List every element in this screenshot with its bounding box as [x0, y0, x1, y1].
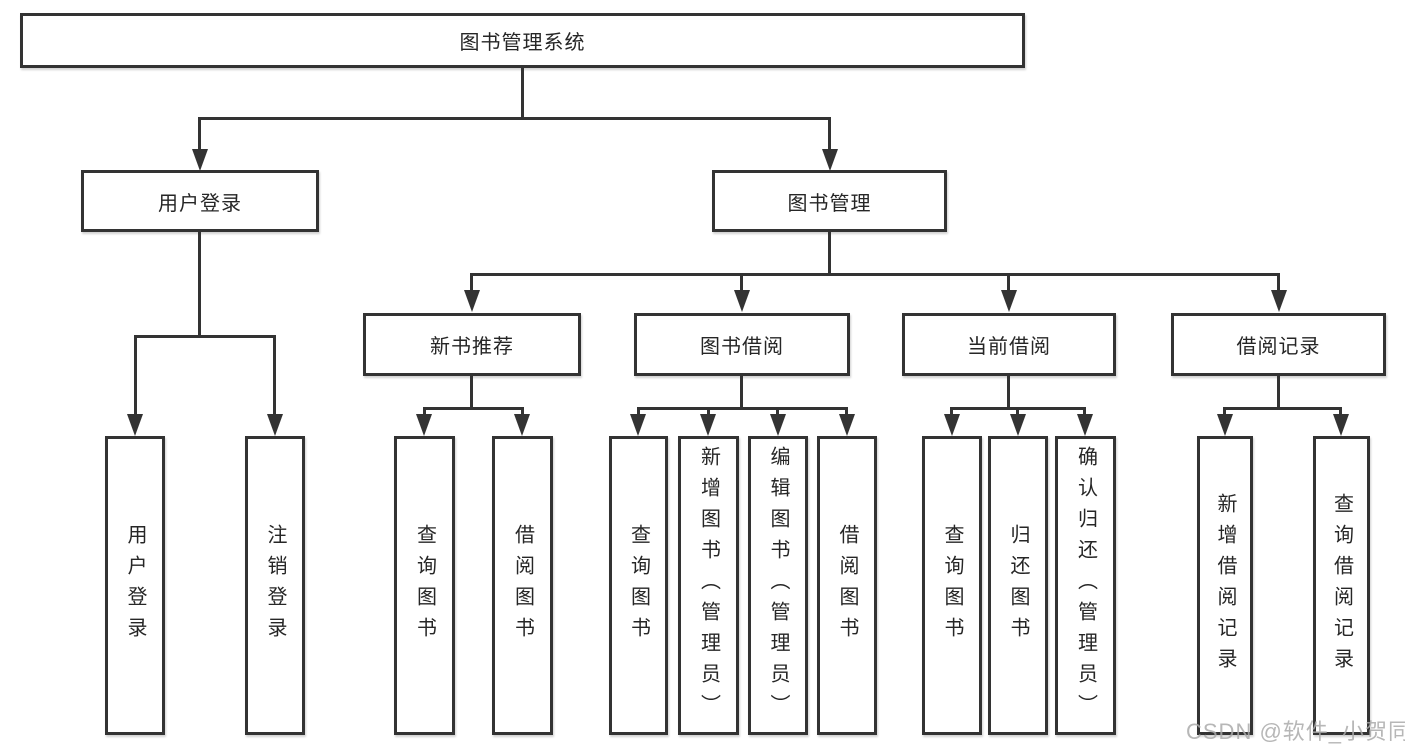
node-borrowing-records: 借阅记录	[1171, 313, 1386, 376]
arrow-down-icon	[267, 414, 283, 436]
leaf-label: 借阅图书	[511, 523, 534, 648]
leaf-label: 归还图书	[1007, 523, 1029, 648]
connector-line	[1016, 407, 1019, 416]
leaf-query-books-borrowing: 查询图书	[609, 436, 668, 735]
connector-line	[1277, 273, 1280, 292]
node-book-management: 图书管理	[712, 170, 947, 232]
leaf-label: 注销登录	[264, 523, 286, 648]
leaf-add-borrow-record: 新增借阅记录	[1197, 436, 1253, 735]
arrow-down-icon	[416, 414, 432, 436]
node-library-management-system: 图书管理系统	[20, 13, 1025, 68]
node-label: 当前借阅	[967, 336, 1051, 358]
leaf-label: 新增图书（管理员）	[697, 446, 720, 725]
arrow-down-icon	[630, 414, 646, 436]
connector-line	[273, 335, 276, 416]
leaf-query-books-recommend: 查询图书	[394, 436, 455, 735]
arrow-down-icon	[1010, 414, 1026, 436]
leaf-logout: 注销登录	[245, 436, 305, 735]
leaf-add-books-admin: 新增图书（管理员）	[678, 436, 739, 735]
connector-line	[845, 407, 848, 416]
connector-line	[776, 407, 779, 416]
connector-line	[1007, 273, 1010, 292]
connector-line	[134, 335, 137, 416]
leaf-borrow-books: 借阅图书	[817, 436, 877, 735]
node-user-login: 用户登录	[81, 170, 319, 232]
arrow-down-icon	[1217, 414, 1233, 436]
connector-line	[423, 407, 523, 410]
leaf-confirm-return-admin: 确认归还（管理员）	[1055, 436, 1116, 735]
leaf-borrow-books-recommend: 借阅图书	[492, 436, 553, 735]
connector-line	[134, 335, 276, 338]
arrow-down-icon	[1001, 290, 1017, 312]
csdn-watermark: CSDN @软件_小贺同学	[1186, 719, 1405, 744]
leaf-edit-books-admin: 编辑图书（管理员）	[748, 436, 808, 735]
connector-line	[521, 407, 524, 416]
connector-line	[740, 376, 743, 407]
node-new-book-recommend: 新书推荐	[363, 313, 581, 376]
leaf-query-borrow-record: 查询借阅记录	[1313, 436, 1370, 735]
connector-line	[198, 232, 201, 335]
connector-line	[198, 117, 201, 152]
connector-line	[828, 117, 831, 152]
connector-line	[470, 273, 473, 292]
node-current-borrowing: 当前借阅	[902, 313, 1116, 376]
leaf-label: 查询借阅记录	[1330, 492, 1353, 679]
node-label: 图书管理	[787, 192, 872, 215]
arrow-down-icon	[514, 414, 530, 436]
arrow-down-icon	[700, 414, 716, 436]
connector-line	[1007, 376, 1010, 407]
leaf-user-login: 用户登录	[105, 436, 165, 735]
node-book-borrowing: 图书借阅	[634, 313, 850, 376]
leaf-label: 编辑图书（管理员）	[767, 446, 789, 725]
connector-line	[1083, 407, 1086, 416]
connector-line	[1223, 407, 1342, 410]
leaf-label: 查询图书	[627, 523, 650, 648]
connector-line	[521, 68, 524, 117]
connector-line	[470, 376, 473, 407]
arrow-down-icon	[839, 414, 855, 436]
connector-line	[423, 407, 426, 416]
connector-line	[740, 273, 743, 292]
connector-line	[707, 407, 710, 416]
node-label: 新书推荐	[430, 336, 514, 358]
connector-line	[637, 407, 848, 410]
leaf-label: 新增借阅记录	[1214, 492, 1236, 679]
arrow-down-icon	[1271, 290, 1287, 312]
leaf-label: 确认归还（管理员）	[1074, 446, 1097, 725]
arrow-down-icon	[770, 414, 786, 436]
leaf-query-books-current: 查询图书	[922, 436, 982, 735]
arrow-down-icon	[944, 414, 960, 436]
arrow-down-icon	[734, 290, 750, 312]
connector-line	[1277, 376, 1280, 407]
node-label: 图书管理系统	[459, 32, 586, 54]
connector-line	[637, 407, 640, 416]
connector-line	[1339, 407, 1342, 416]
arrow-down-icon	[1333, 414, 1349, 436]
leaf-label: 借阅图书	[836, 523, 858, 648]
leaf-return-books: 归还图书	[988, 436, 1048, 735]
arrow-down-icon	[1077, 414, 1093, 436]
connector-line	[470, 273, 1280, 276]
connector-line	[828, 232, 831, 273]
leaf-label: 用户登录	[124, 523, 146, 648]
arrow-down-icon	[464, 290, 480, 312]
connector-line	[198, 117, 831, 120]
arrow-down-icon	[192, 149, 208, 171]
node-label: 借阅记录	[1236, 336, 1321, 358]
arrow-down-icon	[822, 149, 838, 171]
arrow-down-icon	[127, 414, 143, 436]
leaf-label: 查询图书	[413, 523, 436, 648]
node-label: 图书借阅	[700, 336, 784, 358]
connector-line	[950, 407, 953, 416]
leaf-label: 查询图书	[941, 523, 963, 648]
connector-line	[1223, 407, 1226, 416]
node-label: 用户登录	[158, 192, 242, 215]
